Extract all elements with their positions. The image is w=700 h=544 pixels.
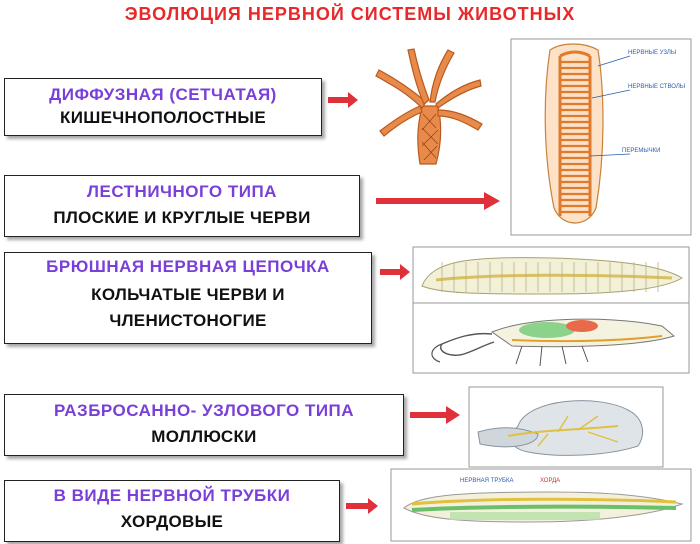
nervous-system-type: ЛЕСТНИЧНОГО ТИПА <box>87 182 277 201</box>
animal-group-line2: ЧЛЕНИСТОНОГИЕ <box>109 311 267 330</box>
label-chord: ХОРДА <box>540 478 560 484</box>
scattered-nodal-box: РАЗБРОСАННО- УЗЛОВОГО ТИПА МОЛЛЮСКИ <box>4 394 404 456</box>
arrow-icon <box>328 92 358 108</box>
animal-group: КИШЕЧНОПОЛОСТНЫЕ <box>60 108 266 127</box>
animal-group: ХОРДОВЫЕ <box>120 512 224 531</box>
label-ganglia: НЕРВНЫЕ УЗЛЫ <box>628 50 676 56</box>
nervous-system-type: БРЮШНАЯ НЕРВНАЯ ЦЕПОЧКА <box>46 257 330 276</box>
label-commissures: ПЕРЕМЫЧКИ <box>622 148 660 154</box>
animal-group: МОЛЛЮСКИ <box>151 427 257 446</box>
mollusc-illustration <box>468 386 664 468</box>
nervous-system-type: ДИФФУЗНАЯ (СЕТЧАТАЯ) <box>49 85 277 104</box>
hydra-illustration <box>375 48 483 165</box>
annelid-illustration <box>412 246 690 304</box>
neural-tube-box: В ВИДЕ НЕРВНОЙ ТРУБКИ ХОРДОВЫЕ <box>4 480 340 542</box>
body-segments <box>441 262 659 292</box>
arrow-icon <box>376 192 500 210</box>
ventral-chain-box: БРЮШНАЯ НЕРВНАЯ ЦЕПОЧКА КОЛЬЧАТЫЕ ЧЕРВИ … <box>4 252 372 344</box>
ladder-type-box: ЛЕСТНИЧНОГО ТИПА ПЛОСКИЕ И КРУГЛЫЕ ЧЕРВИ <box>4 175 360 237</box>
flatworm-illustration: НЕРВНЫЕ УЗЛЫ НЕРВНЫЕ СТВОЛЫ ПЕРЕМЫЧКИ <box>510 38 692 236</box>
label-trunks: НЕРВНЫЕ СТВОЛЫ <box>628 84 685 90</box>
nerve-commissures <box>560 60 590 214</box>
label-neural-tube: НЕРВНАЯ ТРУБКА <box>460 478 513 484</box>
animal-group: ПЛОСКИЕ И КРУГЛЫЕ ЧЕРВИ <box>53 208 311 227</box>
arrow-icon <box>380 264 410 280</box>
nervous-system-type: В ВИДЕ НЕРВНОЙ ТРУБКИ <box>53 486 291 505</box>
page-title: ЭВОЛЮЦИЯ НЕРВНОЙ СИСТЕМЫ ЖИВОТНЫХ <box>124 4 576 24</box>
animal-group-line1: КОЛЬЧАТЫЕ ЧЕРВИ И <box>91 285 285 304</box>
diffuse-type-box: ДИФФУЗНАЯ (СЕТЧАТАЯ) КИШЕЧНОПОЛОСТНЫЕ <box>4 78 322 136</box>
arrow-icon <box>410 406 460 424</box>
nervous-system-type: РАЗБРОСАННО- УЗЛОВОГО ТИПА <box>53 401 355 420</box>
lancelet-illustration: НЕРВНАЯ ТРУБКА ХОРДА <box>390 468 692 542</box>
crayfish-illustration <box>412 302 690 374</box>
arrow-icon <box>346 498 378 514</box>
